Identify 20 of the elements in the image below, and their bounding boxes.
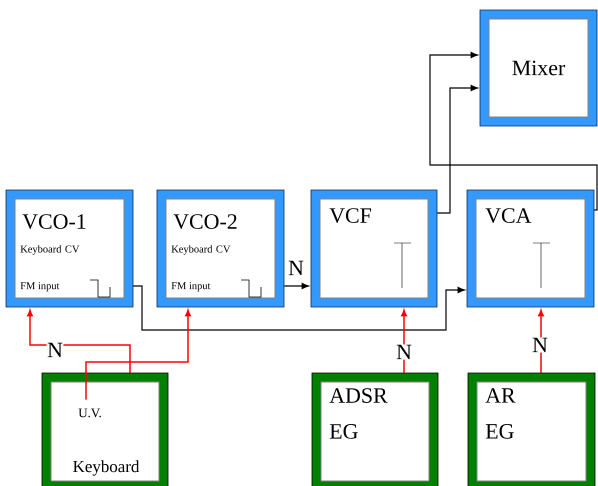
- edge-label: N: [48, 342, 62, 358]
- controller-box: AR EG: [468, 372, 596, 486]
- arrow: [538, 310, 544, 373]
- module-box: VCF: [310, 190, 438, 308]
- arrow: [27, 310, 131, 373]
- edge-label: N: [396, 344, 412, 360]
- edge-label: N: [288, 260, 304, 276]
- arrow: [401, 310, 407, 373]
- arrow: [437, 84, 478, 214]
- arrow: [133, 285, 465, 331]
- module-box: Mixer: [480, 10, 598, 126]
- controller-box: U.V. Keyboard: [42, 372, 168, 486]
- module-box: VCO-1 Keyboard CV FM input: [6, 190, 134, 308]
- arrow: [85, 310, 191, 400]
- module-box: VCA: [466, 190, 594, 308]
- module-box: VCO-2 Keyboard CV FM input: [156, 190, 284, 308]
- edge-label: N: [532, 338, 548, 352]
- arrow: [429, 52, 598, 211]
- arrow: [284, 282, 309, 290]
- controller-box: ADSR EG: [312, 372, 438, 486]
